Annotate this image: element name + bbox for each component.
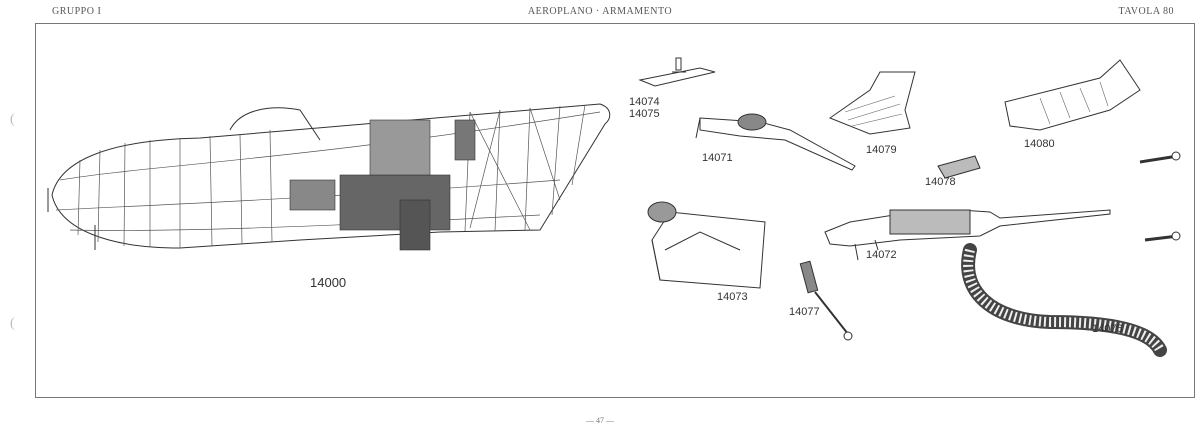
- ammo-belt-illustration: [961, 243, 1167, 357]
- part-label-14000: 14000: [310, 275, 347, 290]
- part-label-14075: 14075: [629, 108, 660, 120]
- plate-frame: [35, 23, 1195, 398]
- mount-plate-illustration: [638, 57, 716, 87]
- binding-hole-mark: (: [10, 316, 15, 331]
- part-label-14071: 14071: [702, 152, 733, 164]
- part-label-14073: 14073: [717, 291, 748, 303]
- header-group: GRUPPO I: [52, 6, 102, 17]
- ammo-chute-illustration: [828, 71, 916, 135]
- strut-illustration: [799, 260, 853, 341]
- part-label-14078: 14078: [925, 176, 956, 188]
- machine-gun-large-illustration: [824, 209, 1111, 261]
- header-plate-number: TAVOLA 80: [1118, 6, 1174, 17]
- machine-gun-small-illustration: [695, 113, 856, 171]
- part-label-14079: 14079: [866, 144, 897, 156]
- page-number: — 47 —: [586, 416, 614, 425]
- ammo-box-illustration: [647, 201, 766, 289]
- bolt-illustration: [1139, 151, 1181, 242]
- part-label-14080: 14080: [1024, 138, 1055, 150]
- link-chute-illustration: [1004, 59, 1141, 131]
- part-label-14076: 14076: [1092, 323, 1123, 335]
- binding-hole-mark: (: [10, 112, 15, 127]
- header-title: AEROPLANO · ARMAMENTO: [527, 6, 673, 17]
- clip-illustration: [937, 155, 981, 179]
- part-label-14072: 14072: [866, 249, 897, 261]
- part-label-14074: 14074: [629, 96, 660, 108]
- fuselage-illustration: [47, 103, 611, 251]
- part-label-14077: 14077: [789, 306, 820, 318]
